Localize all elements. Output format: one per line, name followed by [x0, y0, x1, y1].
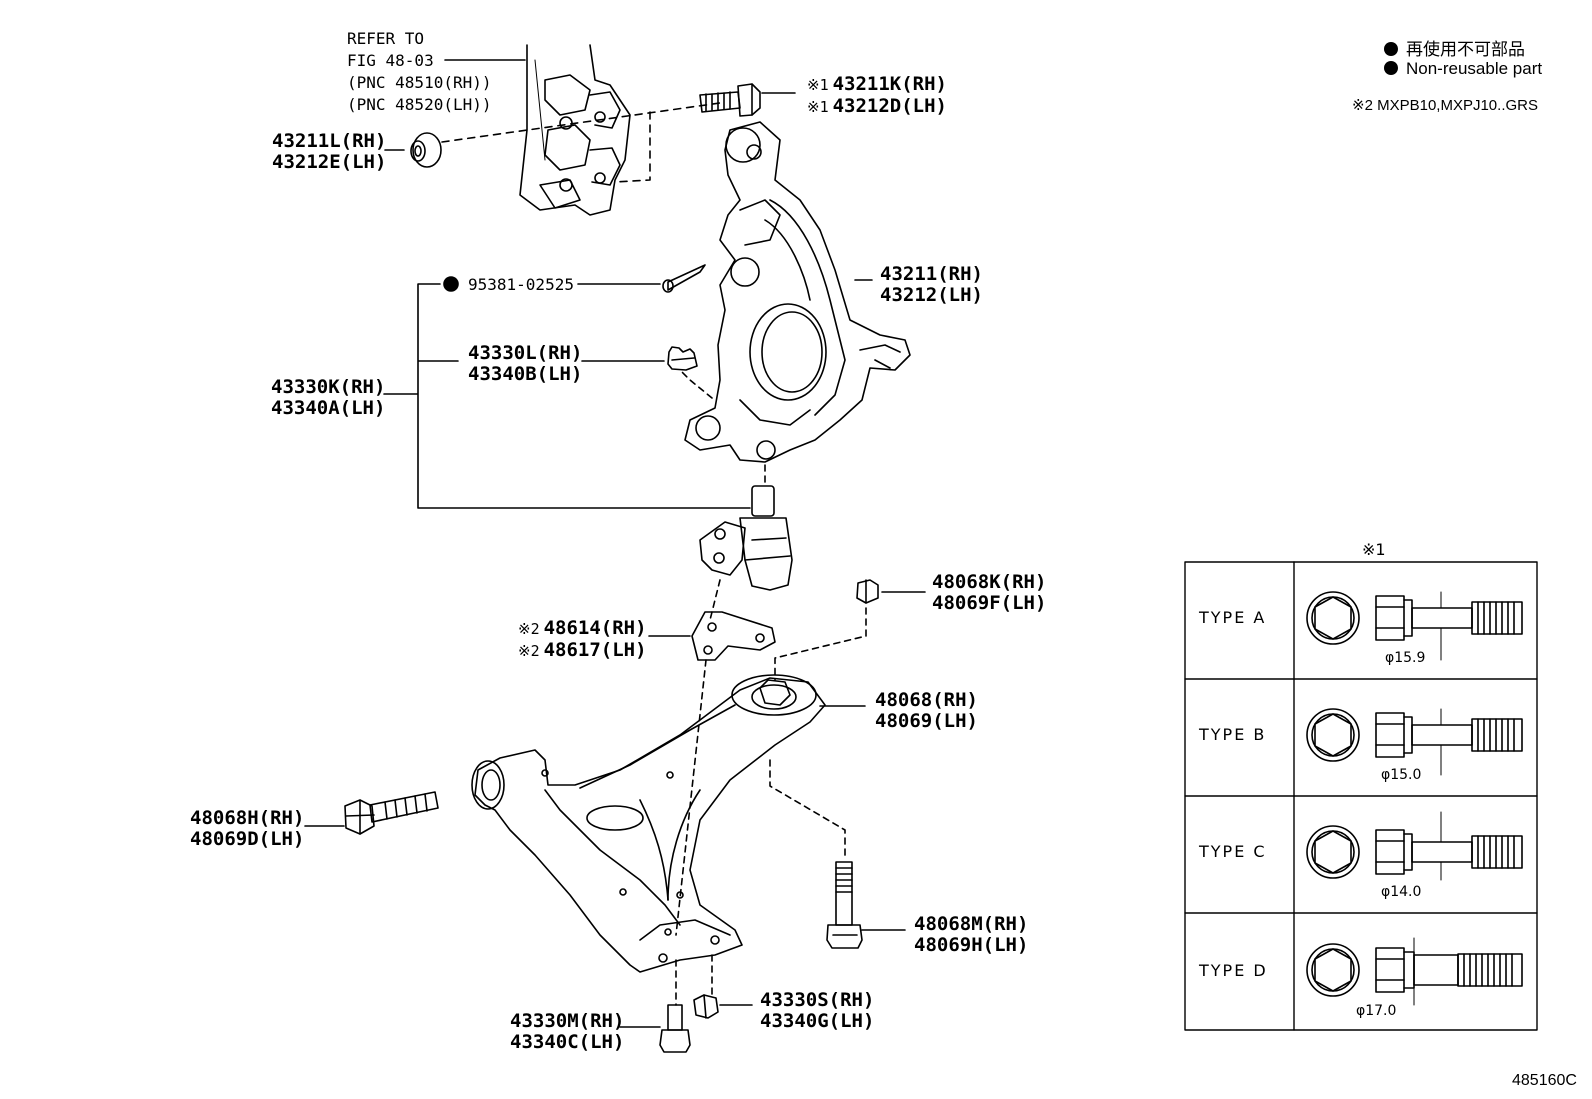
bj-nut-label: 43330S(RH) 43340G(LH) [760, 989, 875, 1032]
legend-note2: ※2 MXPB10,MXPJ10..GRS [1352, 97, 1538, 114]
bullet-icon [1384, 42, 1398, 56]
castle-nut [667, 346, 698, 371]
rear-nut [856, 579, 879, 604]
plate [691, 611, 776, 661]
steering-knuckle [684, 121, 911, 463]
front-bolt-label: 48068H(RH) 48069D(LH) [190, 807, 305, 850]
ball-joint-bracket-leader [383, 283, 751, 509]
bolt-type-c [1306, 811, 1523, 881]
nut-rear-label: 48068K(RH) 48069F(LH) [932, 571, 1047, 614]
legend-en: Non-reusable part [1384, 59, 1542, 79]
upper-nut [410, 132, 442, 168]
bolt-axis-line [441, 102, 721, 143]
bullet-icon [1384, 61, 1398, 75]
front-bolt [344, 791, 439, 835]
strut-bracket [519, 44, 631, 216]
table-mark: ※1 [1362, 540, 1386, 559]
rear-bolt-label: 48068M(RH) 48069H(LH) [914, 913, 1029, 956]
ball-joint [699, 485, 793, 591]
upper-bolt [699, 83, 761, 117]
knuckle-label: 43211(RH) 43212(LH) [880, 263, 983, 306]
bolt-type-d [1306, 937, 1523, 1006]
bj-bolt-label: 43330M(RH) 43340C(LH) [510, 1010, 625, 1053]
type-d-label: TYPE D [1199, 961, 1268, 980]
lower-control-arm [471, 674, 826, 973]
type-a-dim: φ15.9 [1385, 650, 1426, 666]
figure-code: 485160C [1512, 1072, 1577, 1089]
rear-bolt [826, 861, 863, 949]
refer-label: REFER TO FIG 48-03 (PNC 48510(RH)) (PNC … [347, 29, 492, 114]
bolt-type-a [1306, 591, 1523, 661]
type-d-dim: φ17.0 [1356, 1003, 1397, 1019]
castle-nut-label: 43330L(RH) 43340B(LH) [468, 342, 583, 385]
type-a-label: TYPE A [1199, 608, 1267, 627]
nut-upper-label: 43211L(RH) 43212E(LH) [272, 130, 387, 173]
type-table [1184, 561, 1538, 1031]
ball-joint-nut [693, 994, 719, 1019]
legend-jp: 再使用不可部品 [1384, 35, 1525, 60]
ball-joint-label: 43330K(RH) 43340A(LH) [271, 376, 386, 419]
bolt-type-b [1306, 708, 1523, 776]
cotter-pin-label: 95381-02525 [468, 275, 574, 294]
type-c-dim: φ14.0 [1381, 884, 1422, 900]
non-reusable-mark-icon [443, 276, 459, 292]
cotter-pin [662, 264, 706, 293]
type-c-label: TYPE C [1199, 842, 1267, 861]
type-b-label: TYPE B [1199, 725, 1267, 744]
arm-label: 48068(RH) 48069(LH) [875, 689, 978, 732]
ball-joint-bolt [659, 1004, 691, 1053]
type-b-dim: φ15.0 [1381, 767, 1422, 783]
